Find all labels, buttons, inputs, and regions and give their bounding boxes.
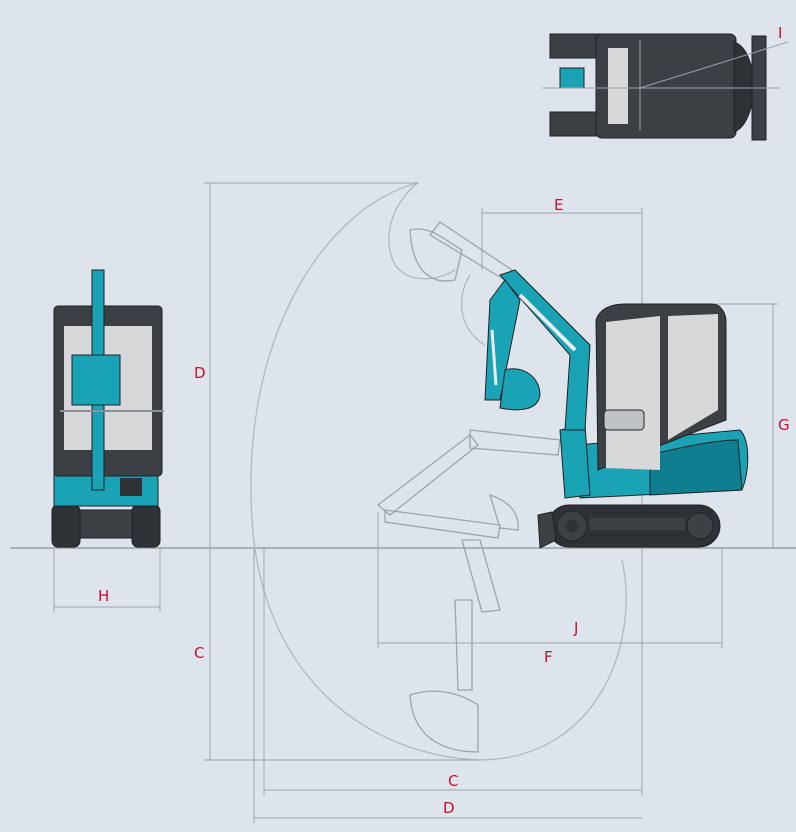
ghost-arm-extended [376,429,561,539]
excavator-side-view-icon [484,269,749,549]
label-j: J [573,619,578,637]
label-d-vertical: D [194,364,206,382]
label-e: E [554,196,563,214]
label-c-horizontal: C [448,772,458,790]
working-envelope-outline [250,182,627,761]
envelope-arc-inner [388,182,456,280]
excavator-front-view-icon [51,269,164,548]
label-d-horizontal: D [443,799,455,817]
label-c-vertical: C [194,644,204,662]
excavator-top-view-icon [542,33,789,141]
envelope-arc-mid [460,274,486,346]
label-f: F [544,648,553,666]
ghost-arm-raised [409,221,513,282]
label-i: I [778,24,782,42]
ghost-arm-lowered [409,539,501,753]
label-h: H [98,587,109,605]
label-g: G [778,416,790,434]
